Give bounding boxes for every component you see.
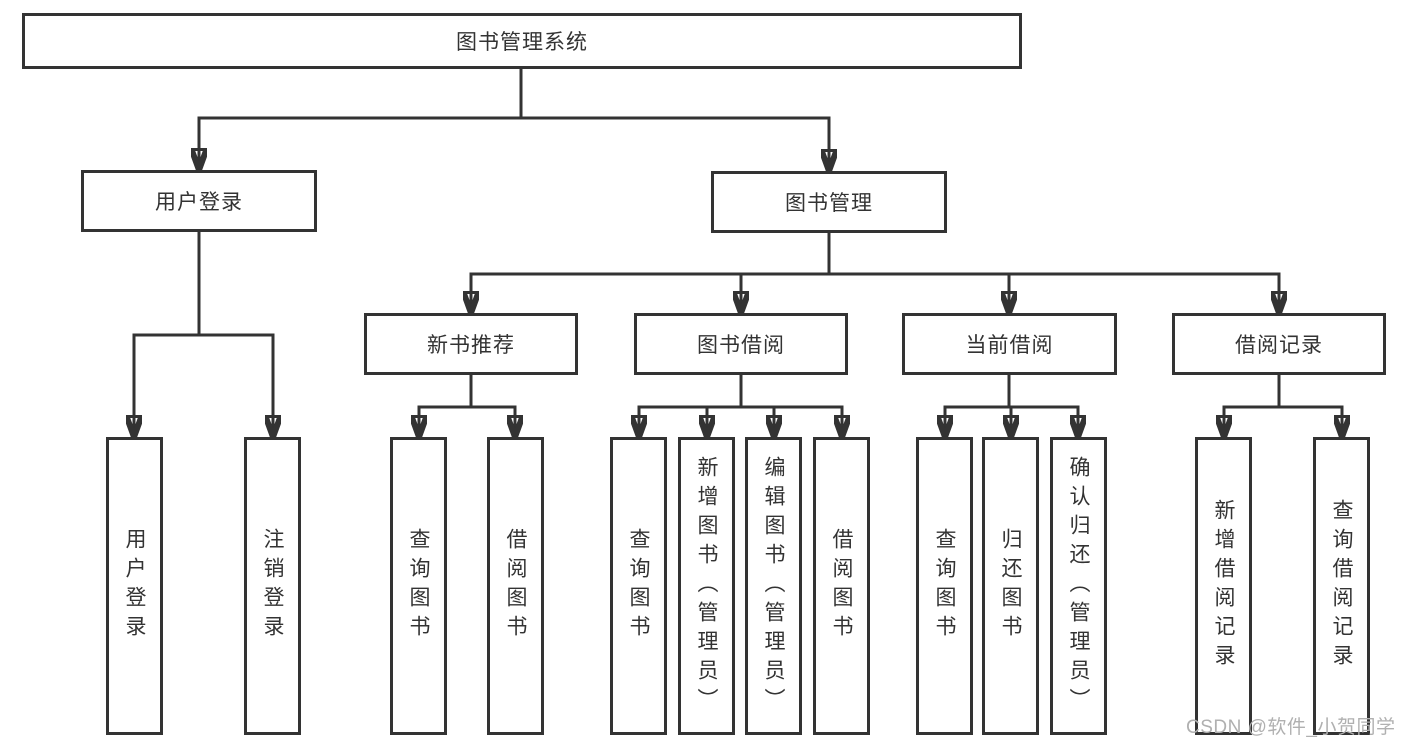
connector-book-management-to-level2 (471, 233, 1279, 312)
leaf-newrec-borrow-books: 借阅图书 (487, 437, 544, 735)
connector-book-borrow-to-leaves (639, 375, 842, 436)
leaf-current-confirm-return-admin: 确认归还（管理员） (1050, 437, 1107, 735)
leaf-current-query-books: 查询图书 (916, 437, 973, 735)
leaf-borrow-add-books-admin: 新增图书（管理员） (678, 437, 735, 735)
node-label: 编辑图书（管理员） (762, 455, 785, 717)
node-label: 注销登录 (261, 528, 284, 644)
node-label: 借阅图书 (504, 528, 527, 644)
node-label: 新增图书（管理员） (695, 455, 718, 717)
node-label: 借阅记录 (1235, 334, 1323, 357)
connector-root-to-level1 (199, 69, 829, 170)
leaf-logout: 注销登录 (244, 437, 301, 735)
node-label: 当前借阅 (965, 334, 1054, 357)
node-label: 新增借阅记录 (1212, 499, 1235, 673)
node-user-login: 用户登录 (81, 170, 317, 232)
node-label: 查询图书 (407, 528, 430, 644)
node-label: 查询图书 (933, 528, 956, 644)
node-label: 归还图书 (999, 528, 1022, 644)
connector-current-borrow-to-leaves (945, 375, 1078, 436)
node-label: 用户登录 (155, 191, 243, 214)
node-label: 确认归还（管理员） (1067, 455, 1090, 717)
node-new-book-recommend: 新书推荐 (364, 313, 578, 375)
leaf-user-login: 用户登录 (106, 437, 163, 735)
node-borrow-records: 借阅记录 (1172, 313, 1386, 375)
leaf-borrow-query-books: 查询图书 (610, 437, 667, 735)
node-label: 查询图书 (627, 528, 650, 644)
node-current-borrow: 当前借阅 (902, 313, 1117, 375)
leaf-borrow-edit-books-admin: 编辑图书（管理员） (745, 437, 802, 735)
node-label: 图书借阅 (697, 334, 785, 357)
node-book-management: 图书管理 (711, 171, 947, 233)
node-label: 查询借阅记录 (1330, 499, 1353, 673)
leaf-records-add-borrow-record: 新增借阅记录 (1195, 437, 1252, 735)
connector-borrow-records-to-leaves (1224, 375, 1342, 436)
node-library-management-system: 图书管理系统 (22, 13, 1022, 69)
node-label: 借阅图书 (830, 528, 853, 644)
node-label: 新书推荐 (427, 334, 515, 357)
node-label: 图书管理系统 (456, 31, 588, 54)
leaf-current-return-books: 归还图书 (982, 437, 1039, 735)
connector-new-book-recommend-to-leaves (419, 375, 515, 436)
leaf-records-query-borrow-record: 查询借阅记录 (1313, 437, 1370, 735)
leaf-borrow-borrow-books: 借阅图书 (813, 437, 870, 735)
connector-user-login-to-leaves (134, 232, 273, 436)
node-label: 图书管理 (785, 192, 873, 215)
csdn-watermark: CSDN @软件_小贺同学 (1186, 717, 1396, 738)
node-book-borrow: 图书借阅 (634, 313, 848, 375)
leaf-newrec-query-books: 查询图书 (390, 437, 447, 735)
node-label: 用户登录 (123, 528, 146, 644)
